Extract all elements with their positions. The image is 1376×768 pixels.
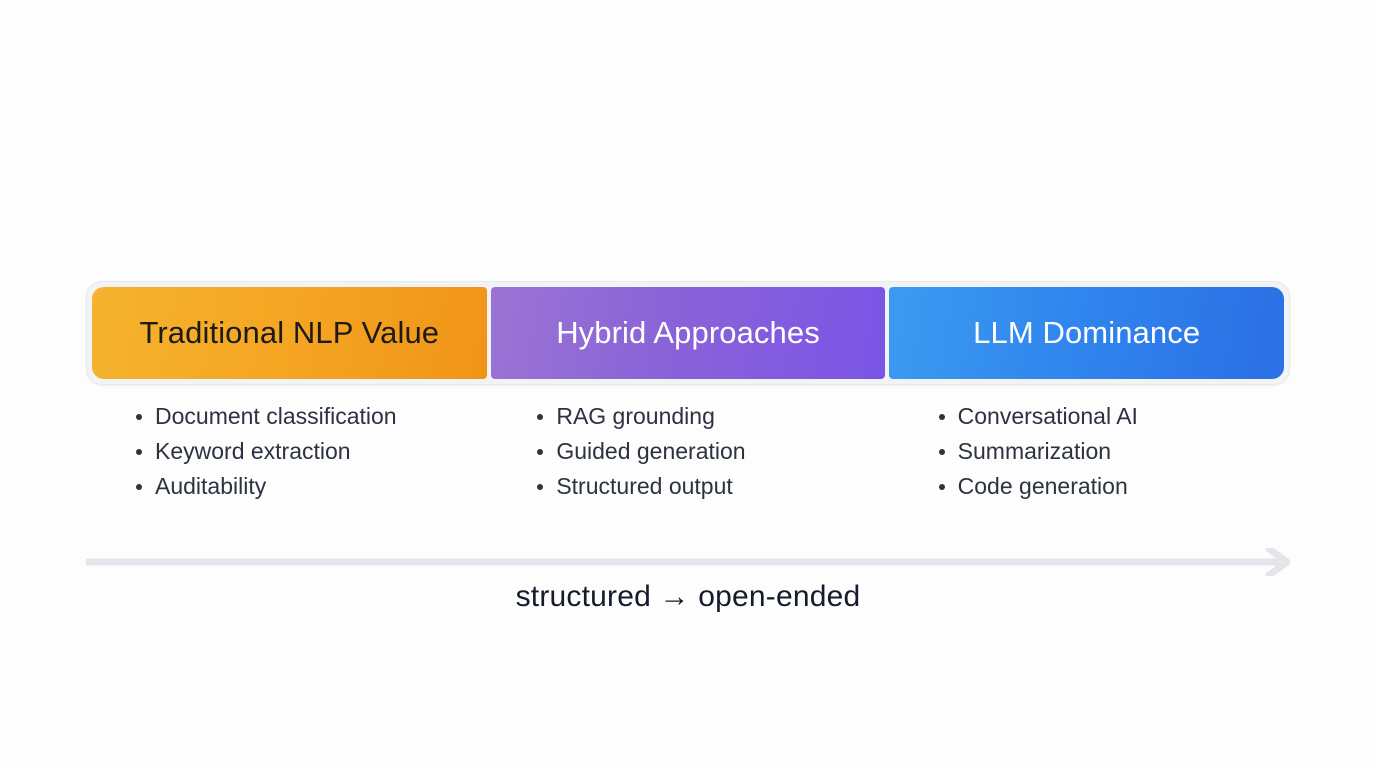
bullet-list: Conversational AI Summarization Code gen…	[938, 399, 1290, 504]
axis-caption: structured → open-ended	[515, 580, 861, 613]
list-item: Guided generation	[536, 434, 888, 469]
bullet-list: Document classification Keyword extracti…	[135, 399, 487, 504]
bullet-column-traditional-nlp-value: Document classification Keyword extracti…	[86, 399, 487, 504]
list-item: RAG grounding	[536, 399, 888, 434]
segment-label: LLM Dominance	[973, 315, 1201, 350]
list-item: Auditability	[135, 469, 487, 504]
list-item: Summarization	[938, 434, 1290, 469]
bullet-column-llm-dominance: Conversational AI Summarization Code gen…	[889, 399, 1290, 504]
segment-label: Traditional NLP Value	[139, 315, 440, 350]
bullet-list: RAG grounding Guided generation Structur…	[536, 399, 888, 504]
list-item: Conversational AI	[938, 399, 1290, 434]
list-item: Structured output	[536, 469, 888, 504]
right-arrow-icon	[86, 548, 1290, 576]
bullet-columns: Document classification Keyword extracti…	[86, 399, 1290, 504]
bullet-column-hybrid-approaches: RAG grounding Guided generation Structur…	[487, 399, 888, 504]
spectrum-segment-llm-dominance[interactable]: LLM Dominance	[889, 287, 1285, 379]
spectrum-segment-traditional-nlp-value[interactable]: Traditional NLP Value	[92, 287, 487, 379]
spectrum-bar: Traditional NLP Value Hybrid Approaches …	[86, 281, 1290, 385]
list-item: Code generation	[938, 469, 1290, 504]
list-item: Document classification	[135, 399, 487, 434]
spectrum-segment-hybrid-approaches[interactable]: Hybrid Approaches	[490, 287, 886, 379]
axis-arrow	[86, 548, 1290, 576]
segment-label: Hybrid Approaches	[556, 315, 820, 350]
list-item: Keyword extraction	[135, 434, 487, 469]
